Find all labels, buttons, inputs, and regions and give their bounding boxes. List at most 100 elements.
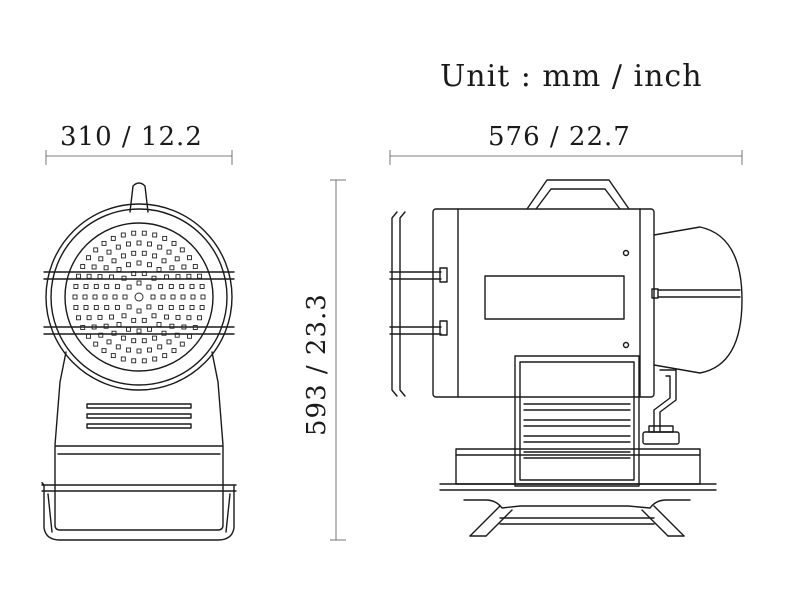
grille-hole: [146, 304, 152, 310]
grille-hole: [200, 294, 206, 300]
grille-hole: [171, 240, 177, 246]
width-dimension-label: 310 / 12.2: [60, 122, 203, 152]
grille-hole: [175, 274, 181, 280]
grille-hole: [116, 267, 122, 272]
grille-hole: [175, 314, 181, 320]
perforated-grille: [72, 230, 206, 364]
grille-hole: [120, 356, 126, 362]
grille-hole: [136, 280, 142, 286]
width-dimension-line: [45, 150, 233, 165]
grille-hole: [115, 244, 121, 250]
grille-hole: [156, 267, 162, 272]
grille-hole: [152, 356, 158, 362]
grille-hole: [189, 305, 195, 310]
grille-hole: [86, 273, 92, 279]
length-dimension-line: [389, 150, 743, 165]
grille-hole: [152, 253, 158, 259]
grille-hole: [126, 241, 131, 247]
grille-hole: [115, 344, 121, 350]
grille-hole: [169, 265, 175, 271]
grille-center: [134, 292, 144, 302]
grille-hole: [126, 262, 131, 268]
grille-hole: [109, 274, 114, 280]
grille-hole: [151, 275, 157, 281]
grille-hole: [162, 235, 168, 241]
grille-hole: [73, 305, 79, 310]
grille-hole: [93, 284, 99, 289]
grille-hole: [141, 317, 147, 323]
side-vent-slots: [523, 403, 631, 459]
grille-hole: [111, 258, 117, 264]
grille-hole: [174, 256, 180, 262]
grille-hole: [114, 304, 120, 310]
grille-hole: [199, 305, 205, 310]
grille-hole: [86, 333, 91, 339]
grille-hole: [126, 284, 132, 290]
grille-hole: [73, 284, 79, 289]
grille-hole: [92, 294, 98, 300]
grille-hole: [136, 328, 142, 334]
grille-hole: [161, 330, 167, 336]
grille-hole: [136, 308, 142, 314]
grille-hole: [164, 274, 169, 280]
grille-hole: [141, 271, 147, 277]
grille-hole: [147, 347, 152, 353]
grille-hole: [106, 339, 112, 345]
grille-hole: [131, 317, 137, 323]
grille-hole: [179, 247, 185, 253]
grille-hole: [150, 294, 156, 300]
grille-hole: [97, 314, 103, 320]
grille-hole: [156, 322, 162, 327]
grille-hole: [120, 232, 126, 238]
grille-hole: [106, 249, 112, 255]
grille-hole: [82, 294, 88, 300]
grille-hole: [160, 294, 166, 300]
grille-hole: [190, 294, 196, 300]
grille-hole: [186, 315, 192, 321]
grille-hole: [187, 333, 192, 339]
grille-hole: [192, 325, 198, 330]
grille-hole: [180, 294, 186, 300]
grille-hole: [170, 294, 176, 300]
grille-hole: [91, 324, 97, 330]
grille-hole: [131, 358, 137, 364]
grille-hole: [97, 274, 103, 280]
grille-hole: [86, 255, 91, 261]
grille-hole: [158, 284, 164, 290]
grille-hole: [168, 305, 174, 310]
grille-hole: [136, 240, 142, 246]
grille-hole: [157, 244, 163, 250]
grille-hole: [86, 315, 92, 321]
grille-hole: [104, 305, 110, 310]
grille-hole: [162, 353, 168, 359]
grille-hole: [136, 348, 142, 354]
grille-hole: [83, 305, 89, 310]
side-guard: [389, 211, 448, 397]
grille-hole: [72, 294, 78, 300]
grille-hole: [112, 294, 118, 300]
grille-hole: [192, 264, 198, 269]
grille-hole: [189, 284, 195, 289]
unit-label: Unit : mm / inch: [440, 59, 703, 94]
grille-hole: [179, 305, 185, 310]
side-view: [389, 179, 743, 537]
grille-hole: [80, 264, 86, 269]
grille-hole: [136, 260, 142, 266]
grille-hole: [152, 335, 158, 341]
grille-hole: [110, 235, 116, 241]
grille-hole: [98, 332, 104, 338]
grille-hole: [131, 230, 137, 236]
length-dimension-label: 576 / 22.7: [488, 122, 631, 152]
grille-hole: [166, 339, 172, 345]
grille-hole: [126, 304, 132, 310]
grille-hole: [157, 344, 163, 350]
grille-hole: [120, 335, 126, 341]
grille-hole: [179, 284, 185, 289]
grille-hole: [103, 265, 109, 271]
grille-hole: [109, 314, 114, 320]
grille-hole: [161, 258, 167, 264]
grille-hole: [166, 249, 172, 255]
front-view: [41, 182, 237, 541]
grille-hole: [147, 262, 152, 268]
